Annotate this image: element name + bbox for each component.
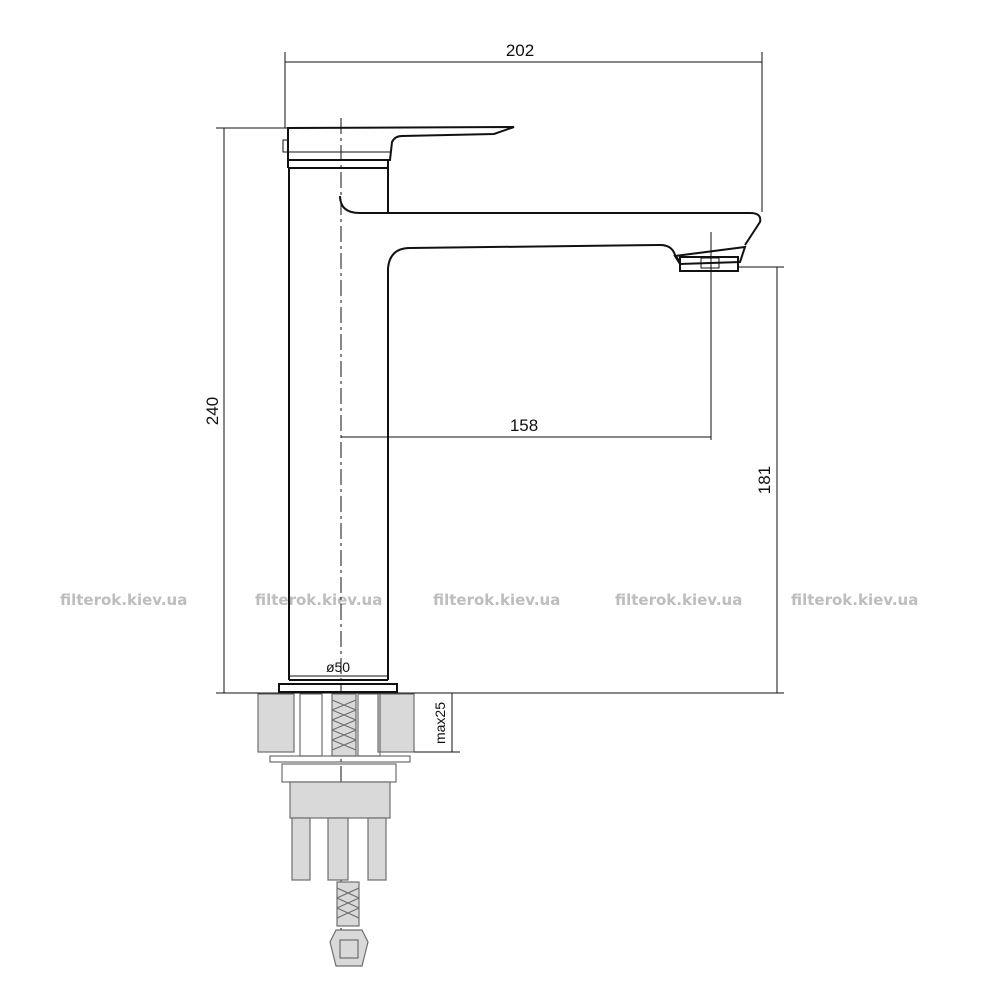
label-max25: max25 <box>432 702 448 744</box>
label-diameter: ø50 <box>326 659 350 675</box>
lever-handle <box>287 126 515 161</box>
dimension-width: 202 <box>284 41 763 212</box>
spout-bottom <box>387 243 681 269</box>
spout-top <box>339 195 762 246</box>
spout-tip <box>673 245 747 266</box>
braid-pattern <box>331 699 357 751</box>
faucet-body <box>278 126 762 693</box>
dimension-reach: 158 <box>341 232 712 440</box>
dimension-height: 240 <box>203 127 400 694</box>
label-158: 158 <box>510 416 538 435</box>
watermark-5: filterok.kiev.ua <box>791 591 918 609</box>
aerator <box>679 256 739 272</box>
aerator-inner <box>700 257 720 269</box>
washer <box>269 755 411 763</box>
watermark-row: filterok.kiev.ua filterok.kiev.ua filter… <box>60 591 918 609</box>
countertop-right <box>377 693 415 753</box>
base-flange <box>278 683 398 693</box>
nut-lug-2 <box>327 817 349 881</box>
nut-lug-3 <box>367 817 387 881</box>
watermark-1: filterok.kiev.ua <box>60 591 187 609</box>
fixing-nut <box>289 781 391 819</box>
dimension-diameter: ø50 <box>289 659 388 677</box>
stud-left <box>299 693 323 757</box>
stud-right <box>357 693 381 757</box>
mounting-hardware <box>257 693 415 967</box>
fixing-plate <box>281 763 397 783</box>
flex-hose <box>336 881 360 927</box>
hose-nut-inner <box>339 939 359 959</box>
hose-nut <box>329 929 369 967</box>
flex-hose-pattern <box>336 887 360 919</box>
cap-stub <box>282 139 289 153</box>
watermark-2: filterok.kiev.ua <box>255 591 382 609</box>
label-240: 240 <box>203 397 222 425</box>
dimension-spout-height: 181 <box>400 266 784 694</box>
watermark-3: filterok.kiev.ua <box>433 591 560 609</box>
countertop-left <box>257 693 295 753</box>
label-202: 202 <box>506 41 534 60</box>
dimension-countertop: max25 <box>414 693 460 753</box>
label-181: 181 <box>755 466 774 494</box>
nut-lug-1 <box>291 817 311 881</box>
watermark-4: filterok.kiev.ua <box>615 591 742 609</box>
